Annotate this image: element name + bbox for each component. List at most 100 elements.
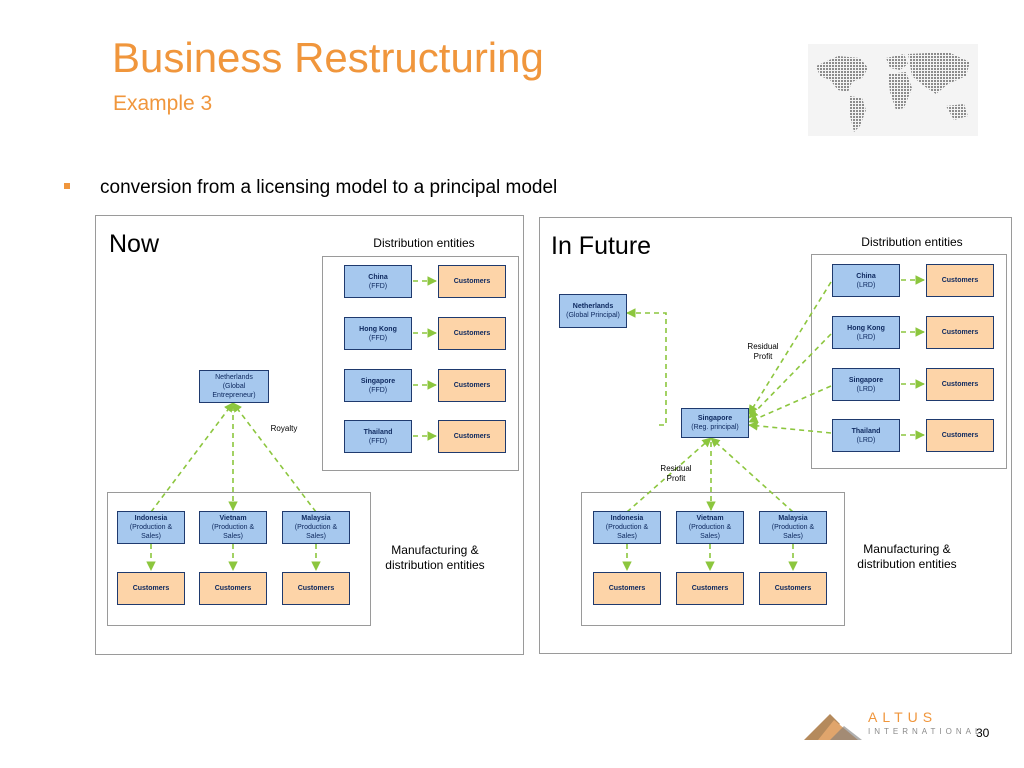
now-entity-vietnam: Vietnam (Production & Sales) — [199, 511, 267, 544]
future-customers-malaysia: Customers — [759, 572, 827, 605]
entity-role: (LRD) — [856, 333, 876, 341]
entity-role: (LRD) — [856, 385, 876, 393]
entity-name: Malaysia — [301, 515, 331, 522]
customer-label: Customers — [941, 277, 979, 284]
entity-name: Indonesia — [134, 515, 168, 522]
hub-line1: Singapore — [697, 415, 733, 422]
customer-label: Customers — [941, 381, 979, 388]
now-entity-singapore: Singapore (FFD) — [344, 369, 412, 402]
entity-name: Thailand — [363, 428, 393, 436]
entity-name: Hong Kong — [847, 324, 885, 332]
entity-name: Malaysia — [778, 515, 808, 522]
entity-name: Singapore — [848, 376, 884, 384]
customer-label: Customers — [297, 585, 335, 592]
entity-role-2: Sales) — [617, 533, 637, 540]
now-hub-netherlands: Netherlands (Global Entrepreneur) — [199, 370, 269, 403]
now-entity-indonesia: Indonesia (Production & Sales) — [117, 511, 185, 544]
logo-name: ALTUS — [868, 709, 938, 725]
logo-tagline: INTERNATIONAL — [868, 727, 984, 736]
entity-role-2: Sales) — [223, 533, 243, 540]
entity-role-1: (Production & — [129, 524, 173, 531]
now-customers-singapore: Customers — [438, 369, 506, 402]
future-customers-hong-kong: Customers — [926, 316, 994, 349]
customer-label: Customers — [132, 585, 170, 592]
entity-name: Indonesia — [610, 515, 644, 522]
residual-line2: Profit — [753, 352, 773, 361]
entity-role-1: (Production & — [771, 524, 815, 531]
entity-name: Vietnam — [219, 515, 247, 522]
world-map-icon — [808, 44, 978, 136]
future-entity-vietnam: Vietnam (Production & Sales) — [676, 511, 744, 544]
residual-profit-label-bottom: Residual Profit — [653, 464, 699, 484]
royalty-label: Royalty — [270, 424, 298, 433]
entity-role: (FFD) — [368, 334, 388, 342]
entity-role-2: Sales) — [306, 533, 326, 540]
entity-name: China — [856, 272, 876, 280]
customer-label: Customers — [453, 382, 491, 389]
customer-label: Customers — [941, 329, 979, 336]
future-hub-singapore: Singapore (Reg. principal) — [681, 408, 749, 438]
principal-line1: Netherlands — [572, 303, 614, 310]
future-manufacturing-label: Manufacturing & distribution entities — [857, 542, 957, 571]
customer-label: Customers — [608, 585, 646, 592]
now-entity-hong-kong: Hong Kong (FFD) — [344, 317, 412, 350]
entity-role: (FFD) — [368, 437, 388, 445]
entity-role-1: (Production & — [211, 524, 255, 531]
customer-label: Customers — [941, 432, 979, 439]
altus-logo-icon — [804, 714, 862, 740]
residual-line1: Residual — [660, 464, 692, 473]
hub-line1: Netherlands — [215, 374, 253, 381]
residual-profit-label-top: Residual Profit — [740, 342, 786, 362]
future-customers-thailand: Customers — [926, 419, 994, 452]
future-customers-vietnam: Customers — [676, 572, 744, 605]
entity-role-2: Sales) — [783, 533, 803, 540]
slide-subtitle: Example 3 — [113, 92, 213, 115]
now-customers-indonesia: Customers — [117, 572, 185, 605]
customer-label: Customers — [214, 585, 252, 592]
future-distribution-label: Distribution entities — [861, 235, 963, 249]
customer-label: Customers — [691, 585, 729, 592]
entity-name: Singapore — [360, 377, 396, 385]
hub-line3: Entrepreneur) — [212, 392, 256, 399]
future-entity-china: China (LRD) — [832, 264, 900, 297]
entity-role: (FFD) — [368, 282, 388, 290]
future-entity-indonesia: Indonesia (Production & Sales) — [593, 511, 661, 544]
now-customers-china: Customers — [438, 265, 506, 298]
entity-role-1: (Production & — [688, 524, 732, 531]
now-customers-thailand: Customers — [438, 420, 506, 453]
future-customers-china: Customers — [926, 264, 994, 297]
future-principal-netherlands: Netherlands (Global Principal) — [559, 294, 627, 328]
future-entity-hong-kong: Hong Kong (LRD) — [832, 316, 900, 349]
entity-role: (FFD) — [368, 386, 388, 394]
entity-role-2: Sales) — [700, 533, 720, 540]
entity-role: (LRD) — [856, 281, 876, 289]
now-entity-thailand: Thailand (FFD) — [344, 420, 412, 453]
entity-role-2: Sales) — [141, 533, 161, 540]
now-entity-china: China (FFD) — [344, 265, 412, 298]
customer-label: Customers — [453, 433, 491, 440]
residual-line2: Profit — [666, 474, 686, 483]
customer-label: Customers — [453, 330, 491, 337]
entity-name: Vietnam — [696, 515, 724, 522]
residual-line1: Residual — [747, 342, 779, 351]
now-customers-hong-kong: Customers — [438, 317, 506, 350]
now-distribution-label: Distribution entities — [373, 236, 475, 250]
customer-label: Customers — [453, 278, 491, 285]
now-heading: Now — [109, 230, 160, 258]
future-entity-thailand: Thailand (LRD) — [832, 419, 900, 452]
entity-role-1: (Production & — [605, 524, 649, 531]
bullet-icon — [64, 183, 70, 189]
now-customers-vietnam: Customers — [199, 572, 267, 605]
entity-role: (LRD) — [856, 436, 876, 444]
future-entity-malaysia: Malaysia (Production & Sales) — [759, 511, 827, 544]
future-entity-singapore: Singapore (LRD) — [832, 368, 900, 401]
customer-label: Customers — [774, 585, 812, 592]
entity-name: Hong Kong — [359, 325, 397, 333]
future-customers-singapore: Customers — [926, 368, 994, 401]
page-number: 30 — [976, 726, 990, 740]
bullet-text: conversion from a licensing model to a p… — [100, 177, 558, 198]
now-entity-malaysia: Malaysia (Production & Sales) — [282, 511, 350, 544]
entity-name: China — [368, 273, 388, 281]
principal-line2: (Global Principal) — [566, 312, 620, 319]
